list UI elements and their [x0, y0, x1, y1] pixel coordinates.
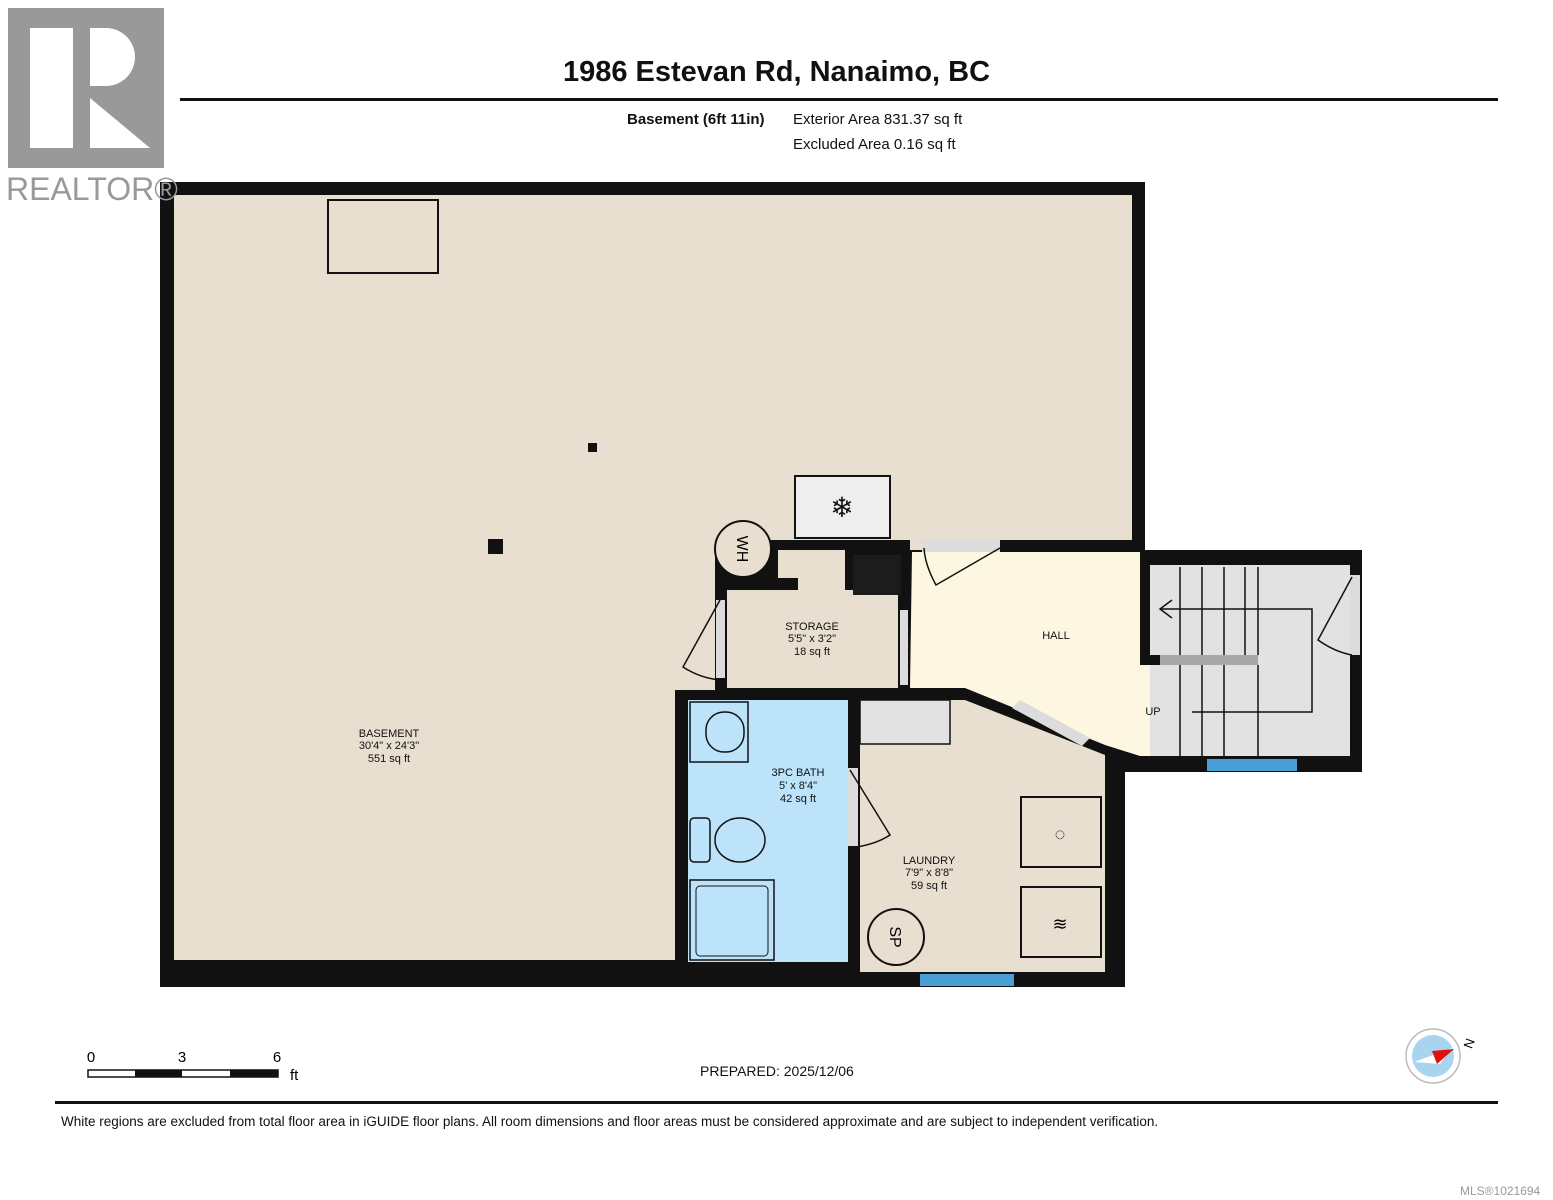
water-drop-icon: ◌	[1055, 824, 1066, 844]
room-area: 42 sq ft	[780, 793, 816, 805]
window	[1207, 759, 1297, 771]
disclaimer: White regions are excluded from total fl…	[61, 1114, 1159, 1129]
door-swings	[682, 547, 1353, 849]
sump-pump	[867, 908, 925, 966]
door-openings	[716, 540, 1360, 846]
scale-tick: 3	[178, 1049, 186, 1066]
compass-icon: N	[1405, 1028, 1478, 1084]
chimney	[853, 555, 901, 595]
post	[588, 443, 597, 452]
room-basement	[174, 195, 1132, 960]
stairs-label: UP	[1145, 706, 1160, 718]
scale-bar: 0 3 6 ft	[87, 1049, 299, 1084]
scale-tick: 0	[87, 1049, 95, 1066]
stair-treads	[1158, 567, 1313, 756]
excluded-area: Excluded Area 0.16 sq ft	[793, 136, 956, 153]
realtor-wordmark: REALTOR®	[6, 171, 178, 207]
room-dims: 5' x 8'4"	[779, 780, 817, 792]
scale-tick: 6	[273, 1049, 281, 1066]
sink	[705, 711, 745, 753]
divider	[55, 1101, 1498, 1104]
room-name: BASEMENT	[359, 728, 420, 740]
snowflake-icon: ❄	[830, 492, 853, 523]
washer	[1020, 796, 1102, 868]
storage-nook	[778, 550, 798, 578]
window	[327, 199, 439, 274]
mls-number: MLS®1021694	[1460, 1184, 1541, 1198]
room-area: 18 sq ft	[794, 646, 830, 658]
realtor-logo	[8, 8, 164, 168]
vanity	[689, 701, 749, 763]
room-name: STORAGE	[785, 621, 839, 633]
room-dims: 7'9" x 8'8"	[905, 867, 953, 879]
toilet	[714, 817, 766, 863]
post	[488, 539, 503, 554]
room-storage	[727, 590, 898, 688]
divider	[180, 98, 1498, 101]
room-area: 551 sq ft	[368, 753, 410, 765]
page-title: 1986 Estevan Rd, Nanaimo, BC	[562, 56, 991, 88]
compass-north: N	[1460, 1036, 1477, 1050]
level-name: Basement (6ft 11in)	[627, 111, 765, 128]
scale-unit: ft	[290, 1067, 299, 1084]
furnace	[794, 475, 891, 539]
room-hall	[910, 552, 1180, 756]
room-name: 3PC BATH	[772, 767, 825, 779]
exterior-area: Exterior Area 831.37 sq ft	[793, 111, 963, 128]
shower	[689, 879, 775, 961]
water-heater-label: WH	[733, 536, 750, 563]
dryer	[1020, 886, 1102, 958]
room-dims: 5'5" x 3'2"	[788, 633, 836, 645]
heat-icon: ≋	[1052, 914, 1067, 934]
room-area: 59 sq ft	[911, 880, 947, 892]
water-heater	[714, 520, 772, 578]
window	[920, 974, 1014, 986]
room-name: LAUNDRY	[903, 855, 956, 867]
prepared-date: PREPARED: 2025/12/06	[700, 1063, 854, 1079]
room-dims: 30'4" x 24'3"	[359, 740, 419, 752]
room-laundry	[860, 700, 1105, 972]
sump-pump-label: SP	[886, 926, 903, 947]
room-name: HALL	[1042, 630, 1070, 642]
